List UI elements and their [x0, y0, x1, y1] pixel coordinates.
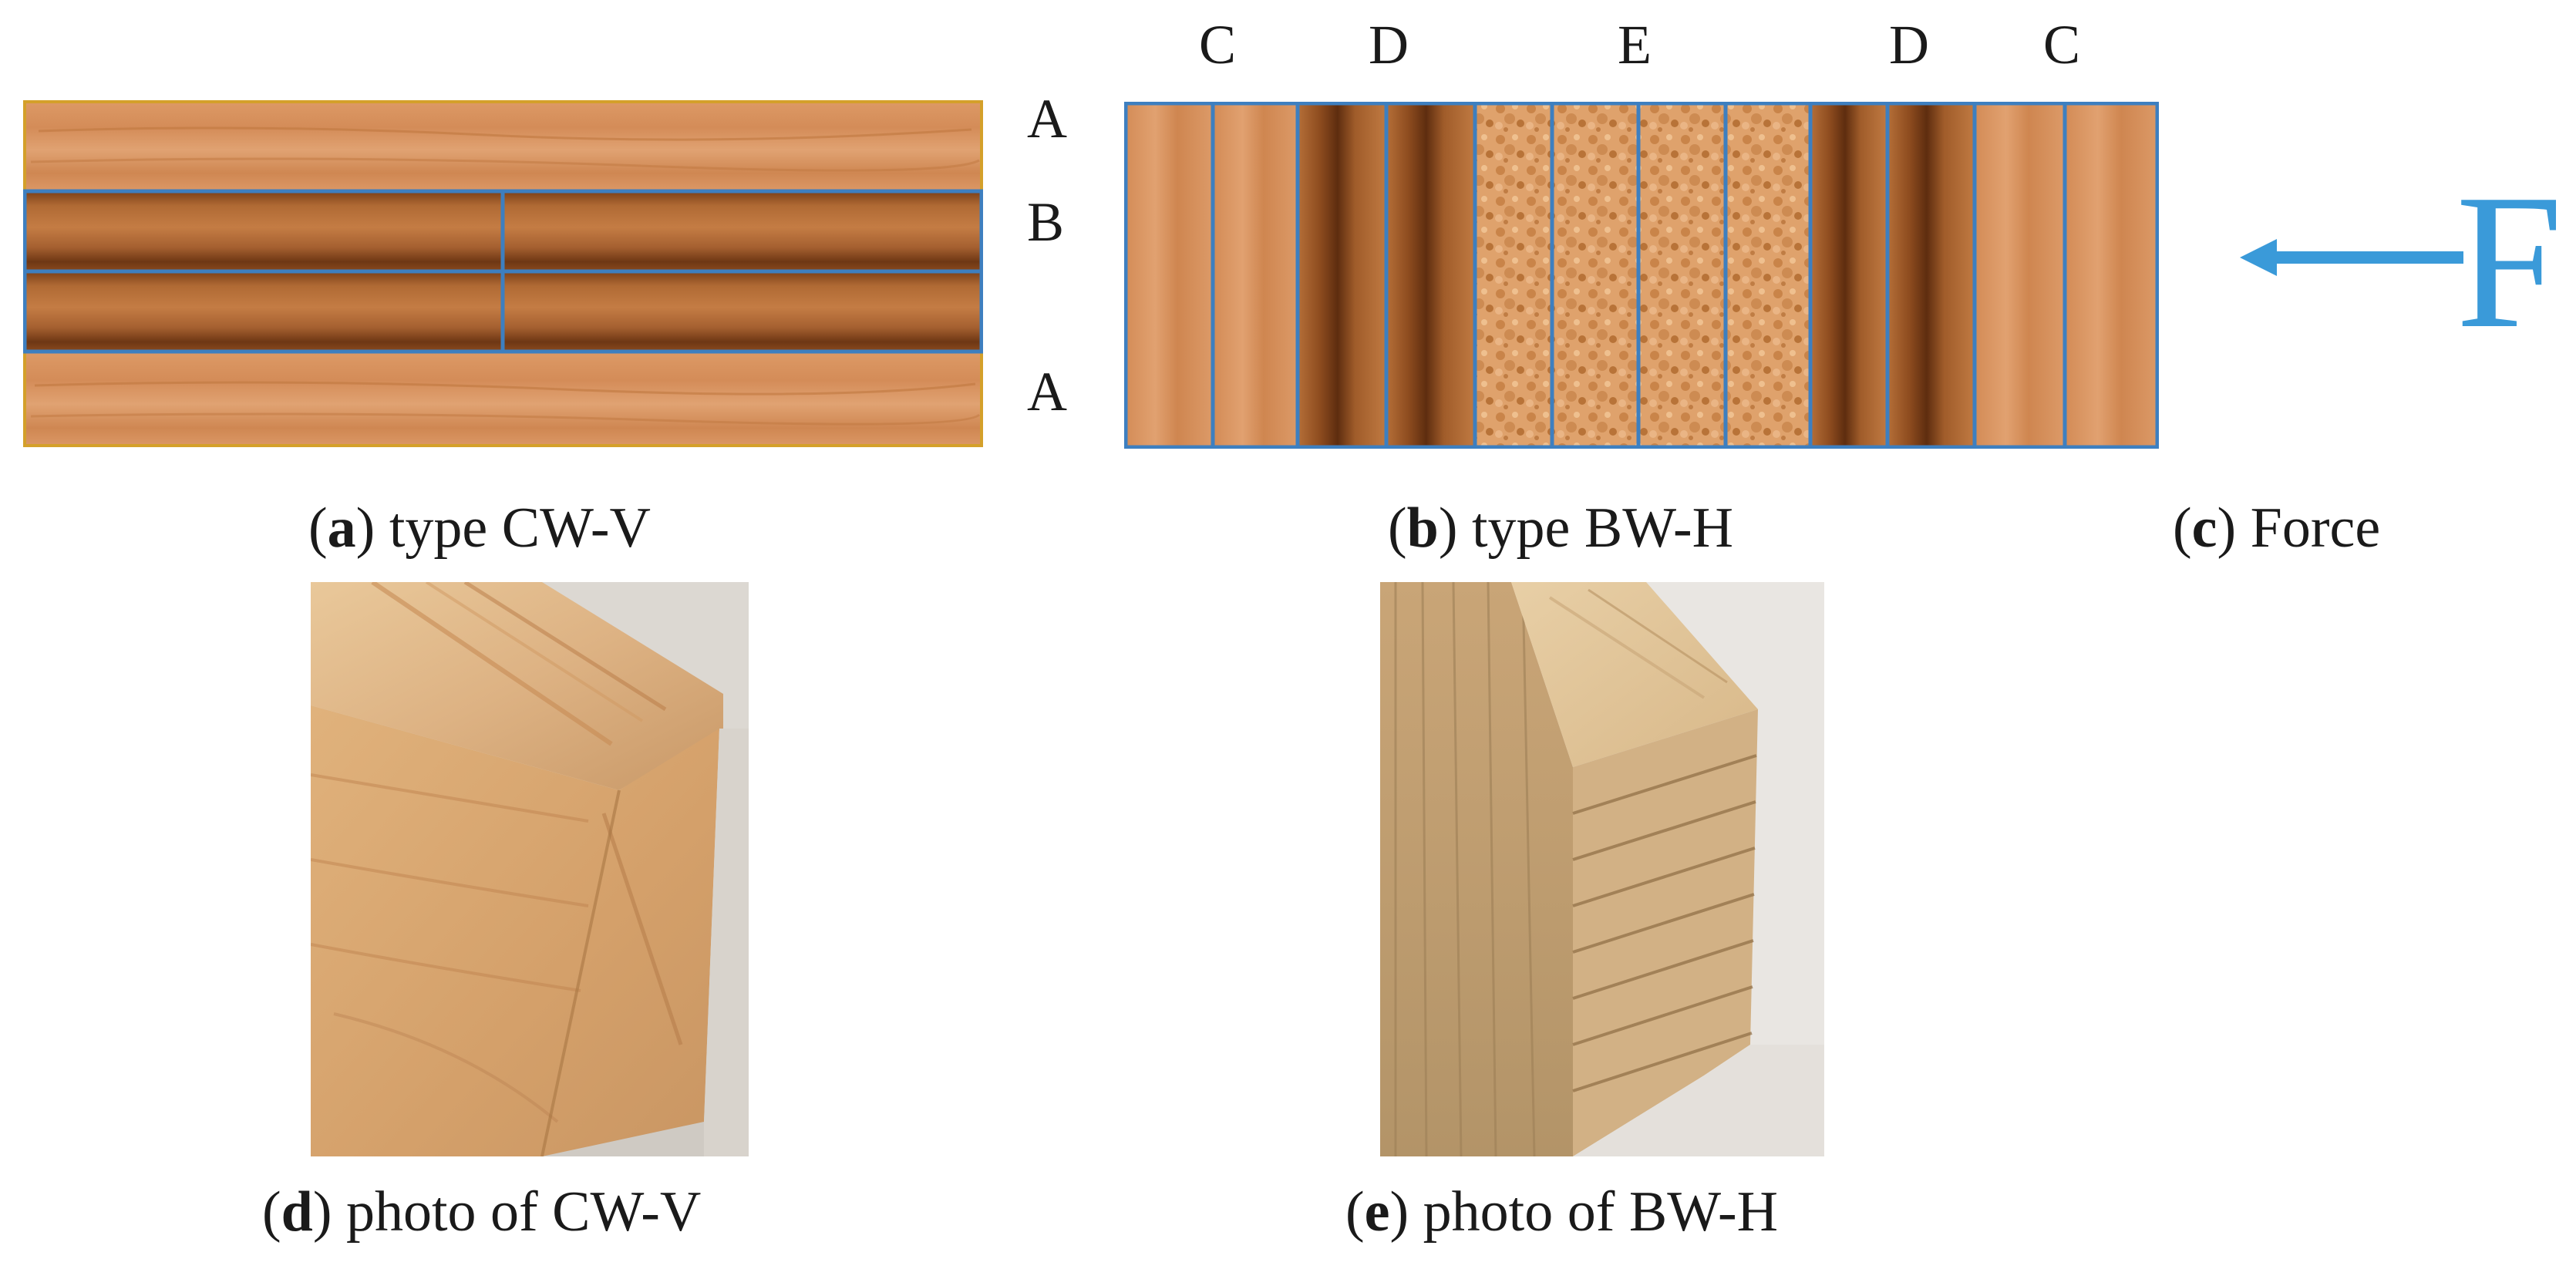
photo-cw-v [311, 582, 749, 1156]
caption-c: (c) Force [2173, 500, 2380, 557]
lamella-d-2 [1386, 102, 1475, 449]
bw-h-cross-section [1124, 102, 2159, 449]
caption-d-letter: d [281, 1180, 313, 1244]
caption-e-letter: e [1365, 1180, 1390, 1244]
lamella-c-3 [1975, 102, 2065, 449]
caption-d-text: photo of CW-V [332, 1180, 701, 1244]
caption-b: (b) type BW-H [1388, 500, 1733, 557]
lamella-c-2 [1213, 102, 1298, 449]
lamella-e-1 [1475, 102, 1552, 449]
column-label-c-right: C [2043, 17, 2080, 72]
lamella-c-1 [1124, 102, 1213, 449]
photo-bw-h [1380, 582, 1824, 1156]
caption-a-letter: a [328, 496, 356, 560]
caption-b-text: type BW-H [1457, 496, 1733, 560]
caption-a: (a) type CW-V [308, 500, 651, 557]
column-label-e: E [1618, 17, 1652, 72]
layer-a-top [23, 100, 983, 191]
layer-a-bottom [23, 352, 983, 447]
caption-c-text: Force [2236, 496, 2380, 560]
cw-v-cross-section [23, 100, 983, 447]
lamella-d-4 [1887, 102, 1975, 449]
force-letter: F [2456, 166, 2563, 358]
lamella-e-2 [1552, 102, 1638, 449]
layer-label-a-top: A [1027, 91, 1067, 146]
lamella-c-4 [2065, 102, 2159, 449]
column-label-d-left: D [1369, 17, 1409, 72]
caption-b-letter: b [1407, 496, 1439, 560]
lamella-e-4 [1726, 102, 1810, 449]
lamella-d-1 [1298, 102, 1386, 449]
caption-d: (d) photo of CW-V [262, 1183, 701, 1240]
caption-e: (e) photo of BW-H [1345, 1183, 1778, 1240]
caption-c-letter: c [2192, 496, 2217, 560]
arrow-left-icon [2240, 231, 2463, 285]
caption-a-text: type CW-V [375, 496, 651, 560]
caption-e-text: photo of BW-H [1409, 1180, 1778, 1244]
layer-label-b: B [1027, 194, 1064, 250]
lamella-e-3 [1638, 102, 1726, 449]
column-label-d-right: D [1889, 17, 1929, 72]
layer-label-a-bottom: A [1027, 364, 1067, 419]
lamella-d-3 [1810, 102, 1887, 449]
column-label-c-left: C [1199, 17, 1236, 72]
